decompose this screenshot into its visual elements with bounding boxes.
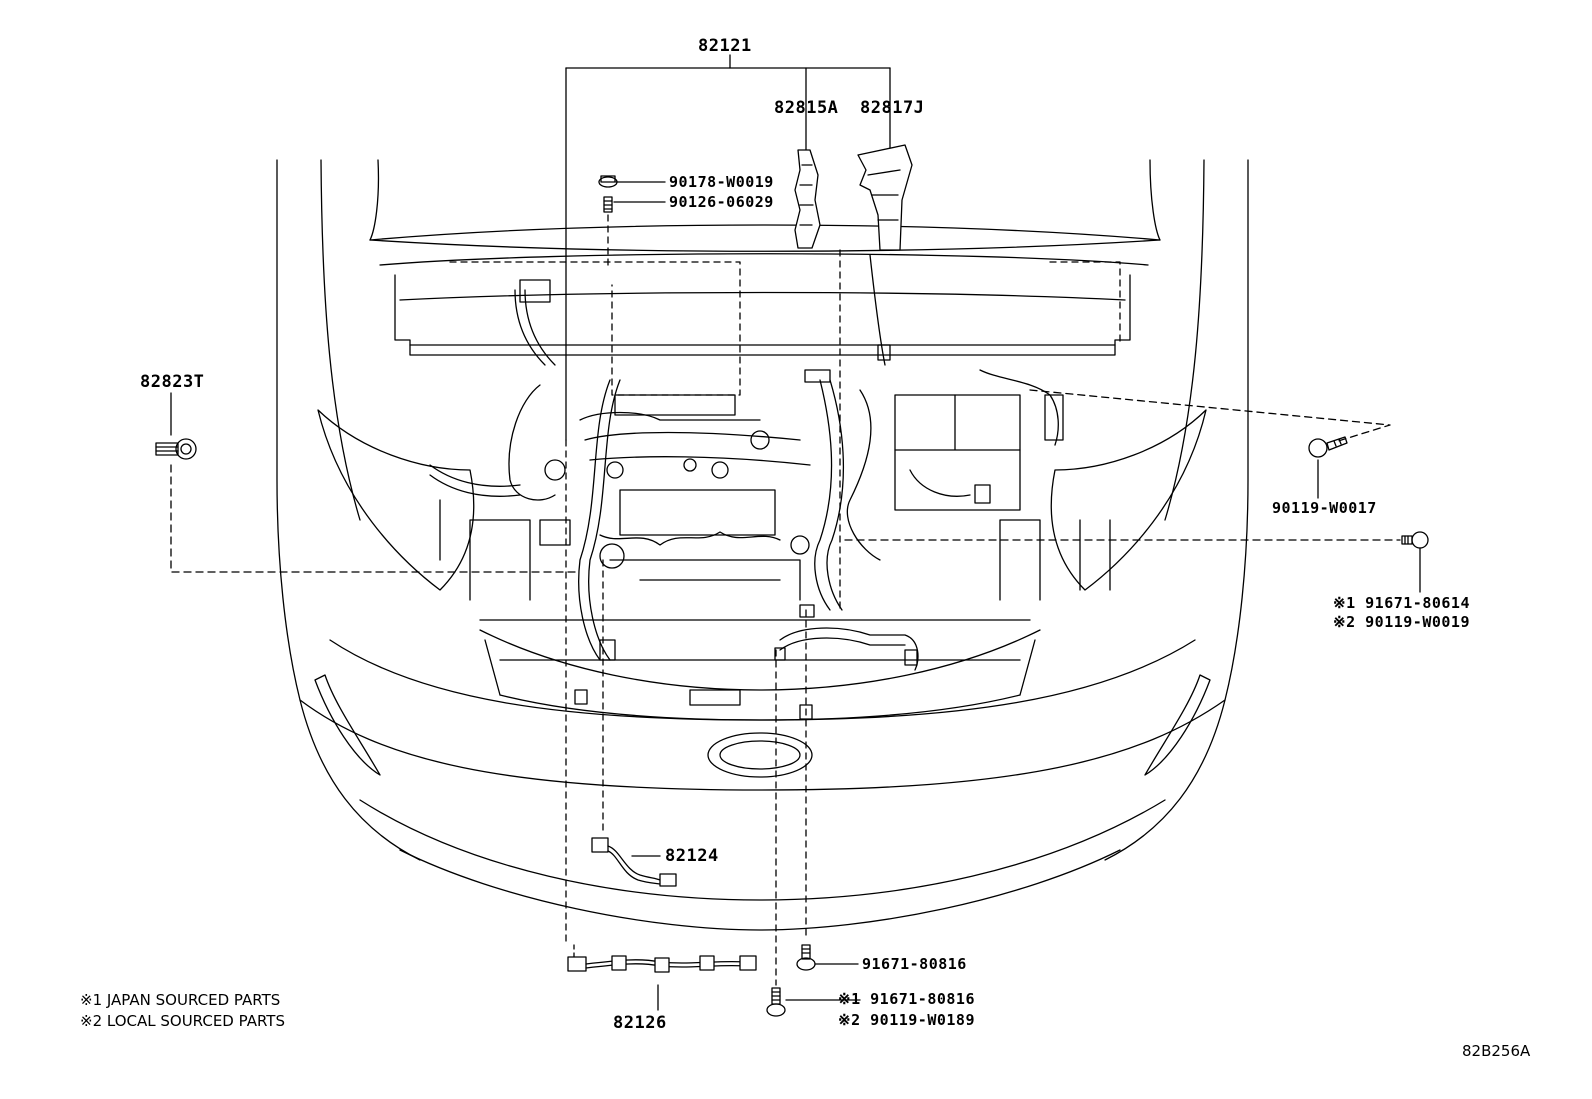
label-91671-80816: 91671-80816 bbox=[862, 955, 967, 973]
label-82815a: 82815A bbox=[774, 98, 839, 118]
label-90178-w0019: 90178-W0019 bbox=[669, 173, 774, 191]
engine-bay-detail bbox=[429, 254, 1111, 720]
label-right-bolt-local: ※2 90119-W0019 bbox=[1333, 613, 1470, 631]
part-82126-harness bbox=[567, 955, 757, 973]
label-82124: 82124 bbox=[665, 846, 719, 866]
part-90178-nut bbox=[598, 175, 618, 188]
part-82815a-protector bbox=[794, 149, 821, 249]
part-82823t-clamp bbox=[155, 438, 197, 460]
label-bottom-bolt-japan: ※1 91671-80816 bbox=[838, 990, 975, 1008]
part-91671-80614-bolt bbox=[1401, 531, 1429, 549]
car-body-outline bbox=[276, 159, 1249, 931]
label-right-bolt-japan: ※1 91671-80614 bbox=[1333, 594, 1470, 612]
label-82126: 82126 bbox=[613, 1013, 667, 1033]
part-82817j-protector bbox=[857, 144, 913, 251]
label-90119-w0017: 90119-W0017 bbox=[1272, 499, 1377, 517]
part-82124-harness bbox=[591, 837, 677, 887]
part-91671-80816-bolt-alt bbox=[766, 987, 786, 1017]
note-local-sourced: ※2 LOCAL SOURCED PARTS bbox=[80, 1012, 285, 1030]
label-bottom-bolt-local: ※2 90119-W0189 bbox=[838, 1011, 975, 1029]
note-japan-sourced: ※1 JAPAN SOURCED PARTS bbox=[80, 991, 281, 1009]
label-82121: 82121 bbox=[698, 36, 752, 56]
label-82817j: 82817J bbox=[860, 98, 925, 118]
label-82823t: 82823T bbox=[140, 372, 205, 392]
label-90126-06029: 90126-06029 bbox=[669, 193, 774, 211]
leader-lines bbox=[170, 54, 1421, 1011]
part-91671-80816-bolt bbox=[796, 944, 816, 971]
figure-code: 82B256A bbox=[1462, 1042, 1531, 1060]
part-90119-w0017-bolt bbox=[1308, 436, 1348, 458]
part-90126-stud bbox=[603, 196, 613, 213]
